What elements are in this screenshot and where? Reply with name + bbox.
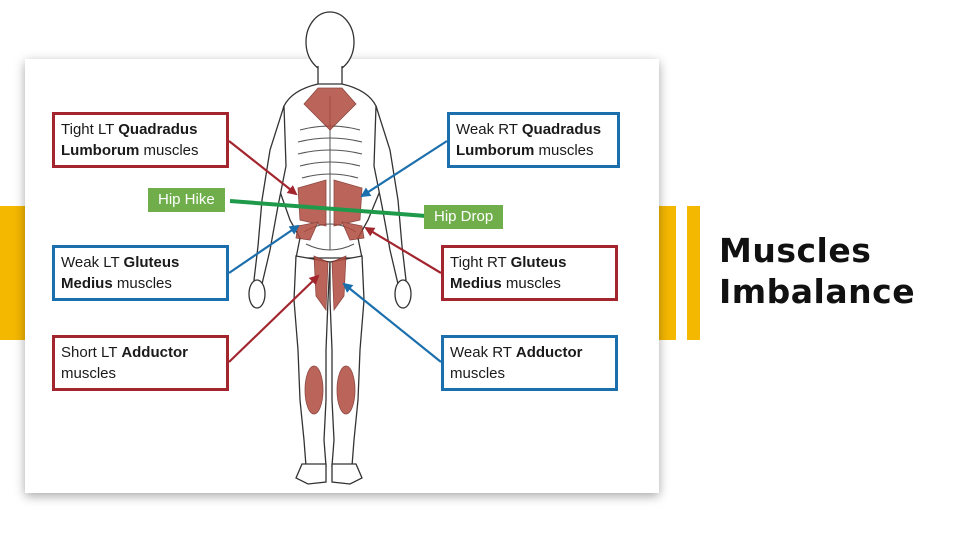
label-muscle-name: Gluteus: [123, 254, 180, 271]
hip-drop-tag: Hip Drop: [424, 205, 504, 229]
label-suffix: muscles: [112, 275, 172, 292]
label-weak-rt-adductor: Weak RT Adductor muscles: [441, 335, 618, 391]
label-muscle-name: Quadradus: [521, 121, 602, 138]
label-weak-lt-gluteus-medius: Weak LT Gluteus Medius muscles: [52, 245, 229, 301]
title-line-2: Imbalance: [719, 272, 916, 311]
label-weak-rt-quadradus-lumborum: Weak RT Quadradus Lumborum muscles: [447, 112, 620, 168]
label-suffix: muscles: [61, 365, 117, 382]
label-tight-lt-quadradus-lumborum: Tight LT Quadradus Lumborum muscles: [52, 112, 229, 168]
left-accent-bar: [0, 206, 25, 340]
label-prefix: Weak RT: [450, 344, 516, 361]
label-prefix: Tight RT: [450, 254, 511, 271]
label-prefix: Weak RT: [456, 121, 522, 138]
label-suffix: muscles: [534, 142, 594, 159]
label-prefix: Short LT: [61, 344, 122, 361]
title-line-1: Muscles: [719, 231, 872, 270]
label-suffix: muscles: [139, 142, 199, 159]
label-muscle-name-2: Medius: [450, 275, 502, 292]
label-prefix: Tight LT: [61, 121, 119, 138]
hip-hike-tag: Hip Hike: [148, 188, 225, 212]
label-suffix: muscles: [501, 275, 561, 292]
label-muscle-name: Gluteus: [510, 254, 567, 271]
label-suffix: muscles: [450, 365, 506, 382]
label-muscle-name: Adductor: [121, 344, 188, 361]
slide-title: Muscles Imbalance: [719, 230, 915, 312]
label-muscle-name-2: Lumborum: [61, 142, 140, 159]
right-accent-bar-1: [659, 206, 676, 340]
label-short-lt-adductor: Short LT Adductor muscles: [52, 335, 229, 391]
label-tight-rt-gluteus-medius: Tight RT Gluteus Medius muscles: [441, 245, 618, 301]
label-muscle-name-2: Lumborum: [456, 142, 535, 159]
label-muscle-name-2: Medius: [61, 275, 113, 292]
right-accent-bar-2: [687, 206, 700, 340]
label-prefix: Weak LT: [61, 254, 124, 271]
label-muscle-name: Adductor: [515, 344, 583, 361]
label-muscle-name: Quadradus: [118, 121, 198, 138]
